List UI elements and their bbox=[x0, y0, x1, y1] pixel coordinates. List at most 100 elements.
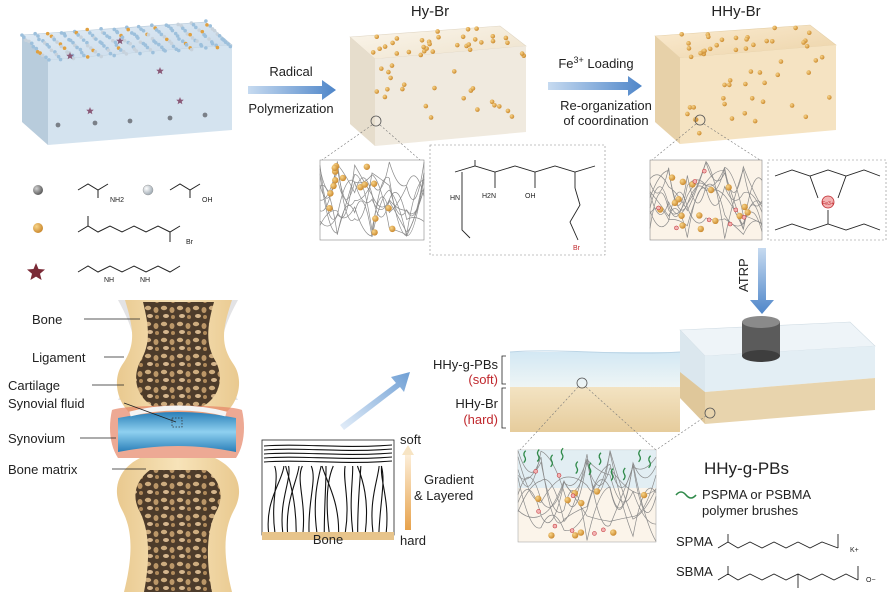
monomer-dot bbox=[207, 37, 211, 41]
particle bbox=[803, 114, 809, 120]
joint-detail-box bbox=[171, 417, 183, 428]
particle bbox=[454, 42, 460, 48]
monomer-dot bbox=[63, 34, 67, 38]
hhy-br-network bbox=[649, 160, 763, 239]
particle bbox=[748, 69, 754, 74]
monomer-dot bbox=[55, 122, 61, 128]
fe-site bbox=[706, 217, 712, 223]
particle bbox=[760, 99, 766, 105]
particle bbox=[727, 82, 732, 88]
monomer-dot bbox=[204, 19, 208, 23]
particle bbox=[714, 42, 719, 48]
particle bbox=[461, 95, 466, 101]
brush-label-1: PSPMA or PSBMA bbox=[702, 487, 811, 502]
particle bbox=[610, 529, 617, 536]
particle bbox=[733, 35, 739, 41]
particle bbox=[571, 532, 579, 539]
particle bbox=[490, 38, 496, 44]
oh-label-2: OH bbox=[525, 193, 536, 200]
monomer-dot bbox=[132, 32, 137, 37]
cartilage-shape bbox=[129, 405, 227, 417]
acrylamide-structure bbox=[77, 183, 109, 191]
particle bbox=[686, 41, 691, 46]
hhy-br-zoom-lines bbox=[651, 123, 761, 161]
monomer-dot bbox=[136, 36, 140, 40]
particle bbox=[363, 163, 371, 170]
monomer-dot bbox=[92, 120, 98, 126]
particle bbox=[685, 111, 690, 117]
particle bbox=[474, 26, 479, 31]
hn-label: HN bbox=[450, 195, 460, 202]
fe-site bbox=[727, 221, 733, 227]
particle bbox=[470, 86, 476, 91]
radical-label: Radical bbox=[269, 64, 312, 79]
layer-top-label: HHy-g-PBs bbox=[433, 357, 499, 372]
particle bbox=[668, 174, 676, 181]
sbma-label: SBMA bbox=[676, 564, 713, 579]
monomer-dot bbox=[102, 44, 106, 48]
hy-br-network-inset bbox=[319, 159, 425, 241]
hard-label: hard bbox=[400, 533, 426, 548]
gradient-bar bbox=[405, 452, 411, 530]
radial-fiber bbox=[326, 465, 334, 533]
cartilage-section: Bone soft hard Gradient & Layered bbox=[261, 432, 474, 548]
particle bbox=[678, 212, 685, 219]
particle bbox=[769, 39, 775, 44]
radial-fiber bbox=[314, 465, 322, 533]
monomer-dot bbox=[128, 41, 133, 46]
particle bbox=[423, 103, 429, 109]
fe-loading-label: Fe3+ Loading bbox=[558, 55, 633, 71]
particle bbox=[406, 49, 412, 55]
particle bbox=[743, 46, 749, 51]
particle bbox=[386, 69, 391, 75]
monomer-dot bbox=[208, 24, 213, 28]
monomer-dot bbox=[191, 22, 196, 27]
particle bbox=[435, 29, 440, 34]
initiator-monomer-structure bbox=[77, 225, 181, 233]
monomer-dot bbox=[154, 40, 158, 45]
fe-coordination-inset: Fe3+ bbox=[767, 159, 887, 241]
particle bbox=[640, 491, 648, 499]
particle bbox=[675, 196, 682, 203]
indenter bbox=[742, 316, 780, 362]
monomer-dot bbox=[184, 43, 189, 47]
monomer-dot bbox=[40, 53, 45, 58]
monomer-dot bbox=[85, 55, 90, 59]
monomer-dot bbox=[205, 23, 209, 27]
polymer-brush bbox=[560, 447, 564, 461]
particle bbox=[388, 75, 393, 81]
spma-label: SPMA bbox=[676, 534, 713, 549]
monomer-dot bbox=[47, 58, 51, 62]
monomer-dot bbox=[31, 44, 36, 49]
initiator-monomer-marker bbox=[33, 223, 43, 233]
brush-icon bbox=[675, 491, 697, 499]
particle bbox=[430, 49, 436, 54]
particle bbox=[489, 99, 495, 105]
radial-fiber bbox=[356, 465, 368, 533]
particle bbox=[372, 215, 379, 222]
particle bbox=[793, 25, 798, 31]
particle bbox=[419, 37, 425, 43]
sbma-structure bbox=[717, 573, 859, 581]
particle bbox=[394, 51, 400, 56]
particle bbox=[719, 37, 725, 43]
particle bbox=[394, 36, 400, 41]
monomer-dot bbox=[226, 42, 230, 46]
fe-site bbox=[702, 168, 707, 174]
monomer-dot bbox=[78, 47, 83, 52]
particle bbox=[725, 184, 732, 191]
monomer-dot bbox=[24, 38, 28, 43]
particle bbox=[819, 54, 825, 60]
particle bbox=[374, 89, 380, 94]
joint-label-synovial-fluid: Synovial fluid bbox=[8, 396, 85, 411]
monomer-dot bbox=[162, 34, 167, 39]
final-zoom-circle bbox=[704, 407, 716, 419]
particle bbox=[752, 118, 758, 124]
particle bbox=[744, 209, 751, 216]
atrp-arrow: ATRP bbox=[736, 248, 774, 314]
particle bbox=[331, 164, 338, 172]
fe-loading-arrow: Fe3+ Loading Re-organization of coordina… bbox=[548, 55, 652, 128]
particle bbox=[702, 48, 707, 54]
polymer-chain bbox=[319, 179, 425, 227]
